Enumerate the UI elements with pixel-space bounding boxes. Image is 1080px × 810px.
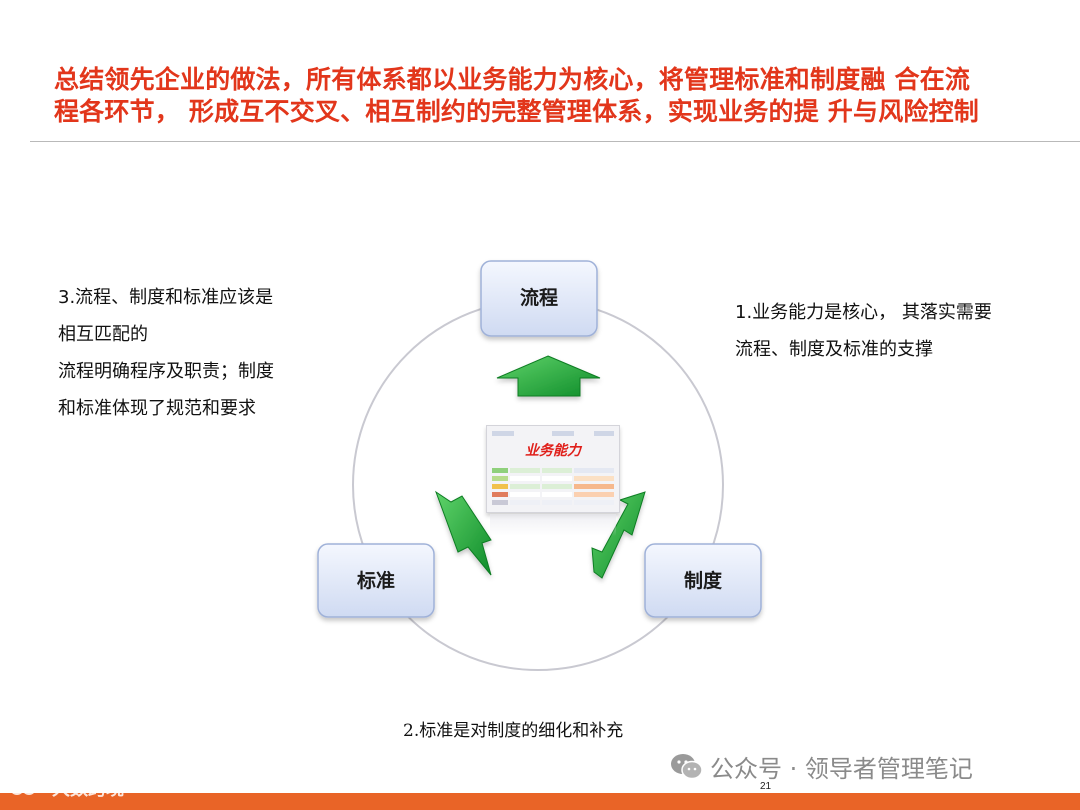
- note-standard-refinement: 2.标准是对制度的细化和补充: [403, 718, 623, 744]
- watermark-text: 公众号 · 领导者管理笔记: [710, 749, 973, 784]
- note-left-line: 和标准体现了规范和要求: [58, 390, 328, 427]
- note-right-line: 1.业务能力是核心， 其落实需要: [735, 294, 1055, 331]
- wechat-icon: [670, 752, 704, 782]
- node-system[interactable]: 制度: [645, 544, 761, 617]
- left-arrow-icon: [436, 492, 491, 575]
- image-reflection: [490, 514, 616, 536]
- center-capability-label: 业务能力: [487, 440, 619, 460]
- note-core-capability: 1.业务能力是核心， 其落实需要 流程、制度及标准的支撑: [735, 294, 1055, 368]
- node-standard[interactable]: 标准: [318, 544, 434, 617]
- page-number: 21: [760, 781, 771, 792]
- note-left-line: 相互匹配的: [58, 316, 328, 353]
- node-process-label: 流程: [520, 286, 558, 309]
- wechat-watermark: 公众号 · 领导者管理笔记: [670, 749, 973, 784]
- business-capability-table-image: 业务能力: [486, 425, 620, 513]
- up-arrow-icon: [497, 356, 600, 396]
- note-right-line: 流程、制度及标准的支撑: [735, 331, 1055, 368]
- note-left-line: 流程明确程序及职责；制度: [58, 353, 328, 390]
- brand-watermark: 大数跨境: [8, 775, 124, 801]
- note-left-line: 3.流程、制度和标准应该是: [58, 279, 328, 316]
- brand-name: 大数跨境: [52, 775, 124, 801]
- brand-logo-icon: [8, 778, 46, 798]
- node-system-label: 制度: [684, 569, 723, 592]
- note-matching: 3.流程、制度和标准应该是 相互匹配的 流程明确程序及职责；制度 和标准体现了规…: [58, 279, 328, 427]
- node-process[interactable]: 流程: [481, 261, 597, 336]
- footer-bar: [0, 793, 1080, 810]
- node-standard-label: 标准: [357, 570, 395, 592]
